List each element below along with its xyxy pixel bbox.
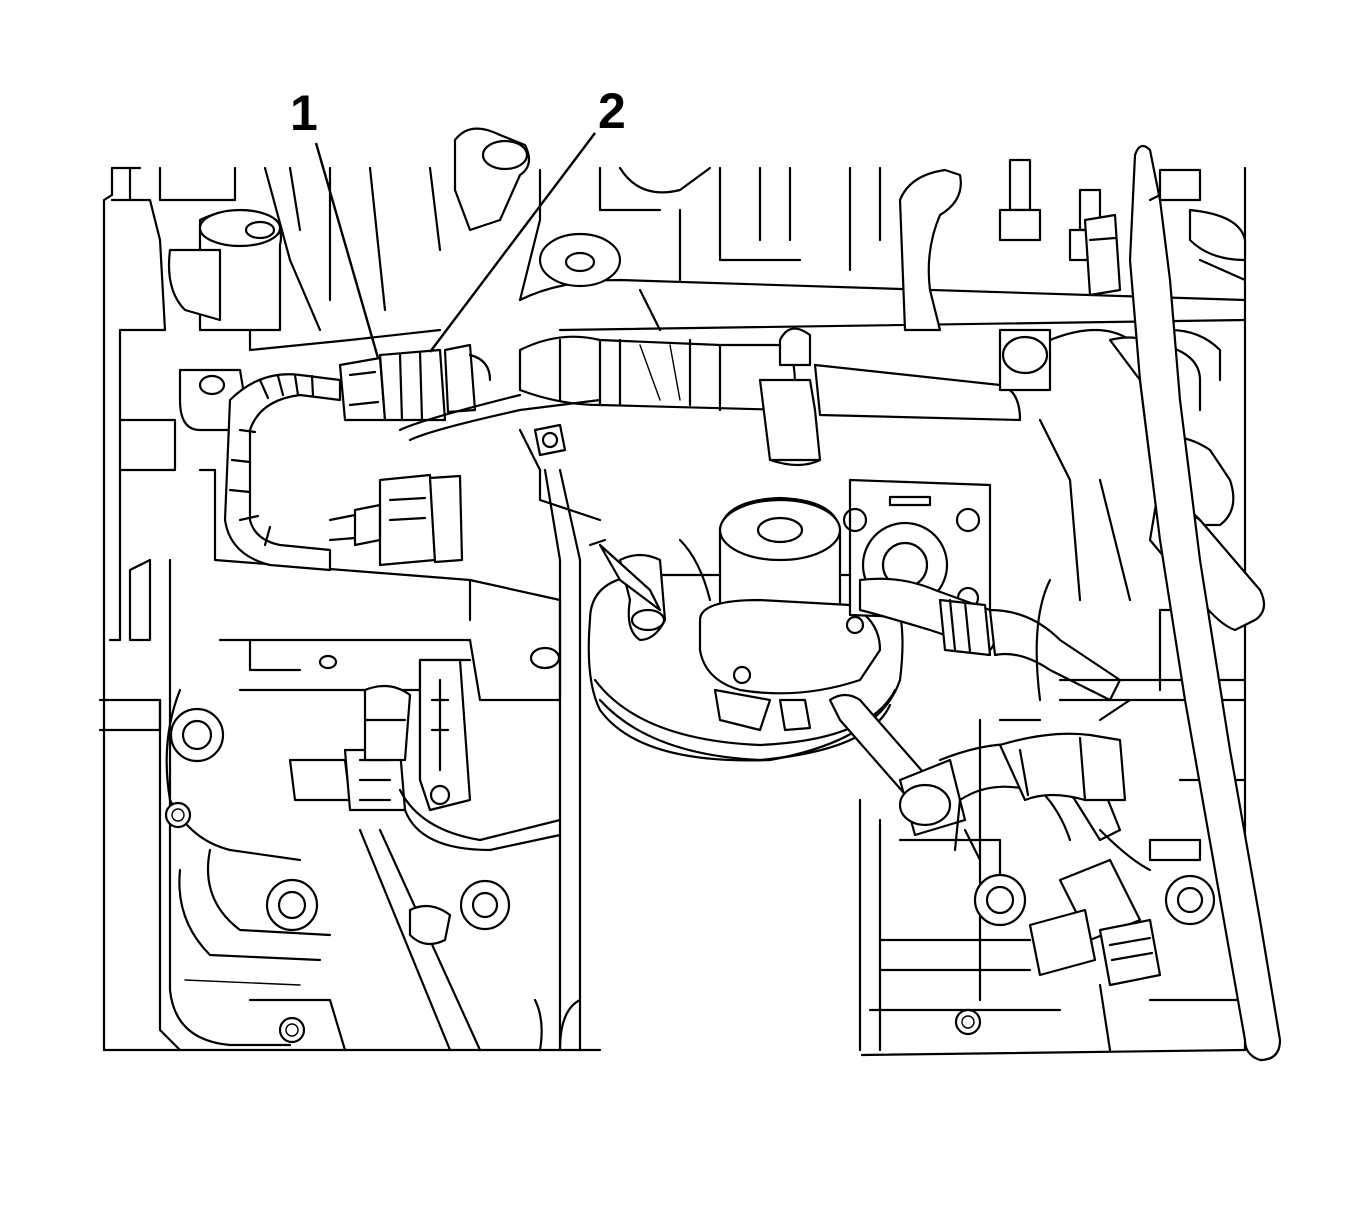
center-divider [518,423,602,1052]
left-cover-bolts [164,707,511,1044]
fuel-pump [587,496,904,762]
center-connectors [328,393,602,567]
fuel-rail-tube [518,158,1247,332]
fuel-return-hose [828,693,1032,862]
left-valve-cover [98,166,472,1052]
callout-leaders [314,132,596,359]
right-head-bolts [954,873,1216,1036]
callout-2-label: 2 [598,83,626,139]
bolt [459,879,511,931]
diagonal-vacuum-hose [1083,144,1282,1062]
bolt [954,1008,982,1036]
sensor-connector [338,356,387,422]
center-bracket [288,578,562,1052]
upper-background-pipes [263,127,882,332]
bolt [973,873,1027,927]
callout-1-leader [314,142,380,359]
bolt [169,707,225,763]
fuel-feed-hose [858,577,1122,702]
upper-left-mount [167,208,442,432]
right-wiring [998,698,1132,802]
sensor-pigtail [223,373,342,572]
bolt [1164,874,1216,926]
main-harness [518,327,1222,467]
sensor-assembly [338,343,492,422]
sensor-body [378,343,492,422]
callout-2-leader [429,132,596,353]
bolt [265,878,319,932]
callout-1-label: 1 [290,85,318,141]
bolt [278,1016,306,1044]
bolt [164,801,192,829]
